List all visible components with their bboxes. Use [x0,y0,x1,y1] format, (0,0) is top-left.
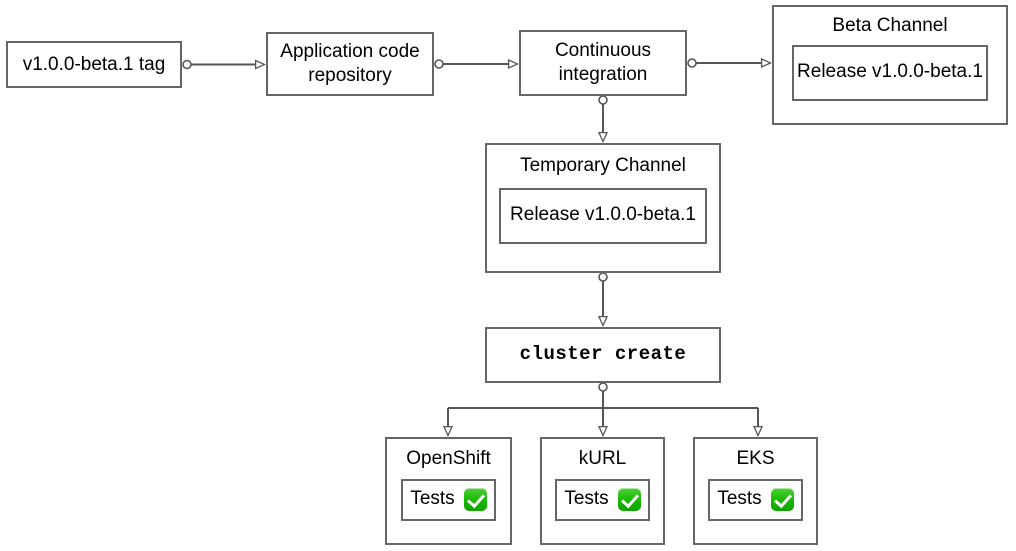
node-beta-channel[interactable]: Beta Channel Release v1.0.0-beta.1 [772,5,1008,125]
node-temporary-channel[interactable]: Temporary Channel Release v1.0.0-beta.1 [485,143,721,273]
kurl-tests-box[interactable]: Tests [555,478,650,521]
node-beta-channel-title: Beta Channel [832,15,948,36]
node-continuous-integration-label: Continuous integration [554,40,652,85]
node-cluster-create[interactable]: cluster create [485,327,721,383]
temporary-channel-release-label: Release v1.0.0-beta.1 [510,204,696,226]
node-version-tag[interactable]: v1.0.0-beta.1 tag [6,41,182,88]
node-application-code-repository-label: Application code repository [280,41,420,86]
node-eks-title: EKS [736,448,775,469]
openshift-tests-row: Tests [410,488,487,512]
eks-tests-label: Tests [717,488,762,510]
edge-source-dot [598,382,608,392]
node-eks[interactable]: EKS Tests [693,437,818,545]
beta-channel-release-label: Release v1.0.0-beta.1 [797,61,983,83]
kurl-tests-row: Tests [564,488,641,512]
edge-source-dot [598,95,608,105]
node-temporary-channel-title: Temporary Channel [520,155,686,176]
node-application-code-repository[interactable]: Application code repository [266,32,434,96]
edge-source-dot [434,59,444,69]
eks-tests-box[interactable]: Tests [708,478,803,521]
eks-tests-row: Tests [717,488,794,512]
check-green-icon [463,488,487,512]
check-green-icon [617,488,641,512]
edge-source-dot [182,59,192,70]
node-continuous-integration[interactable]: Continuous integration [519,30,687,96]
beta-channel-release-box[interactable]: Release v1.0.0-beta.1 [792,44,988,101]
node-kurl[interactable]: kURL Tests [540,437,665,545]
temporary-channel-release-box[interactable]: Release v1.0.0-beta.1 [499,187,707,244]
node-openshift[interactable]: OpenShift Tests [385,437,512,545]
node-version-tag-label: v1.0.0-beta.1 tag [22,53,166,75]
edge-source-dot [687,58,697,68]
kurl-tests-label: Tests [564,488,609,510]
node-openshift-title: OpenShift [406,448,491,469]
edge-source-dot [598,272,608,282]
node-kurl-title: kURL [578,448,627,469]
check-green-icon [770,488,794,512]
openshift-tests-box[interactable]: Tests [401,478,496,521]
node-cluster-create-label: cluster create [519,343,687,366]
openshift-tests-label: Tests [410,488,455,510]
edge-cluster-branch-bus [448,391,758,409]
